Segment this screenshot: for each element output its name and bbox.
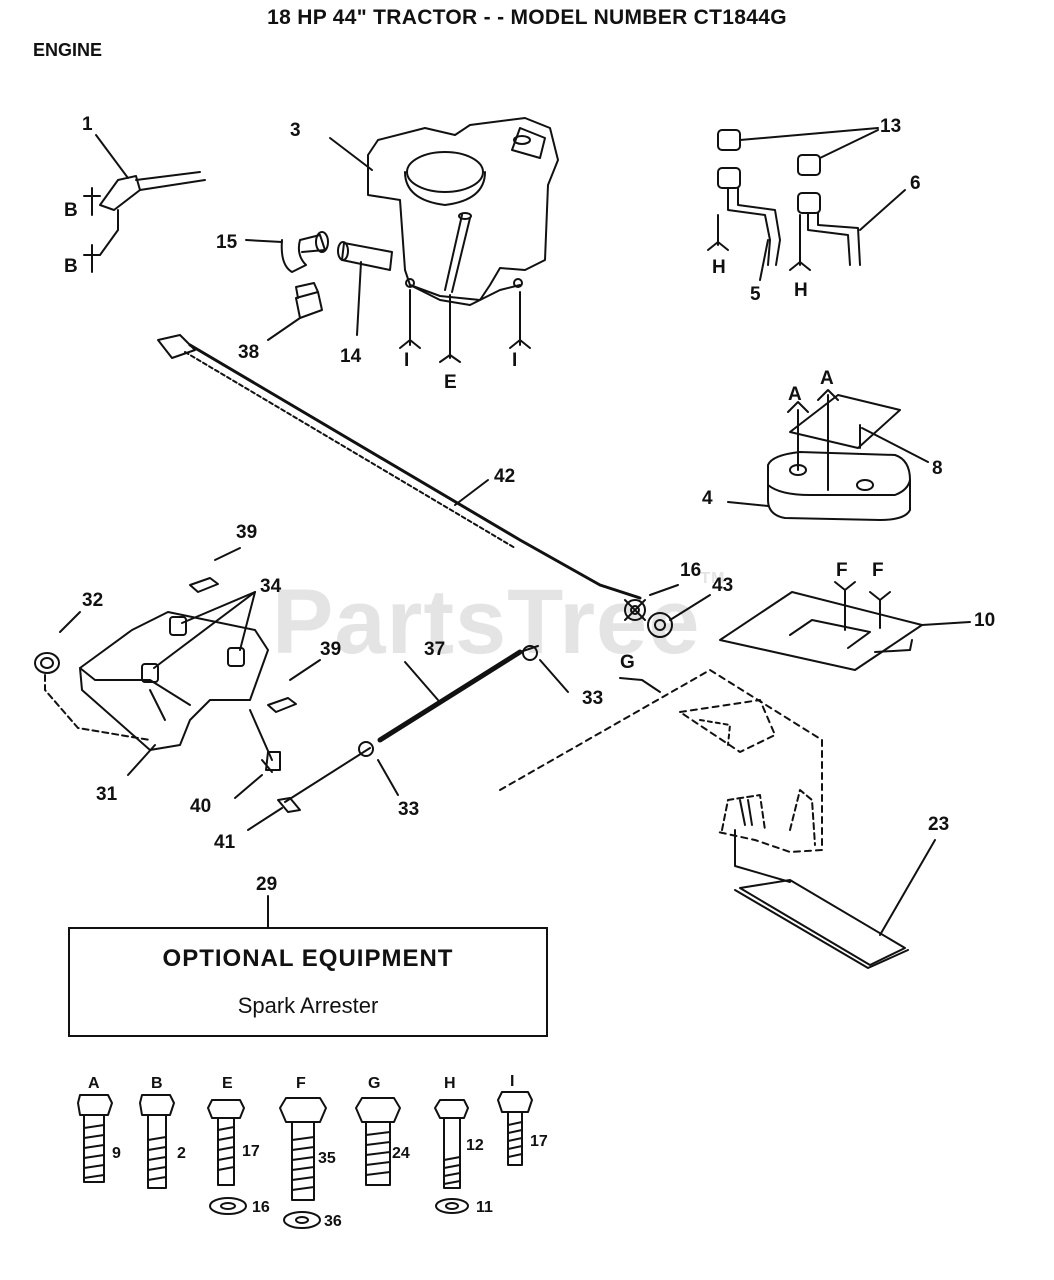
callout-34: 34 [260, 576, 282, 597]
fastener-g-letter: G [368, 1075, 380, 1092]
ref-e: E [444, 372, 457, 393]
callout-4: 4 [702, 488, 713, 509]
part-39-pads [189, 547, 321, 713]
fastener-f-part: 35 [318, 1150, 336, 1167]
part-8-shield [787, 389, 929, 491]
callout-10: 10 [974, 610, 995, 631]
fastener-a-part: 9 [112, 1145, 121, 1162]
part-38-plug [267, 282, 323, 341]
callout-6: 6 [910, 173, 921, 194]
optional-equipment-box: OPTIONAL EQUIPMENT Spark Arrester [68, 927, 548, 1037]
fastener-a-letter: A [88, 1075, 100, 1092]
callout-37: 37 [424, 639, 445, 660]
callout-15: 15 [216, 232, 238, 253]
fastener-i-letter: I [510, 1073, 514, 1090]
fastener-b-letter: B [151, 1075, 163, 1092]
callout-43: 43 [712, 575, 733, 596]
ref-a-left: A [788, 384, 802, 405]
engine-bolt-refs [399, 289, 531, 363]
spark-arrester-label: Spark Arrester [237, 993, 379, 1018]
part-exhaust-pipes [707, 127, 906, 281]
ref-h-right: H [794, 280, 808, 301]
hardware-key: A 9 B 2 E 17 16 F 35 36 G 24 H 12 11 I 1… [88, 1073, 548, 1230]
ref-g: G [620, 652, 635, 673]
part-31-fuel-tank [79, 611, 269, 776]
fastener-h-part: 12 [466, 1137, 484, 1154]
fastener-i-part: 17 [530, 1133, 548, 1150]
fastener-b-part: 2 [177, 1145, 186, 1162]
callout-13: 13 [880, 116, 901, 137]
part-15-elbow-hose [245, 231, 329, 273]
part-10-bracket [719, 581, 971, 671]
callout-labels: 1 3 13 6 15 14 38 5 42 39 32 34 16 43 10… [82, 114, 995, 895]
callout-16: 16 [680, 560, 701, 581]
ref-i-right: I [512, 350, 517, 371]
ref-i-left: I [404, 350, 409, 371]
callout-33-left: 33 [398, 799, 419, 820]
callout-33-right: 33 [582, 688, 603, 709]
ref-f-left: F [836, 560, 848, 581]
hardware-bolts [77, 1091, 533, 1229]
fastener-g-part: 24 [392, 1145, 410, 1162]
part-37-fuel-line [234, 645, 569, 831]
ref-f-right: F [872, 560, 884, 581]
callout-3: 3 [290, 120, 301, 141]
callout-41: 41 [214, 832, 236, 853]
optional-equipment-title: OPTIONAL EQUIPMENT [162, 945, 454, 972]
callout-42: 42 [494, 466, 515, 487]
part-throttle-cable [83, 134, 206, 273]
part-14-tube [337, 241, 393, 336]
callout-31: 31 [96, 784, 118, 805]
ref-a-right: A [820, 368, 834, 389]
callout-39-upper: 39 [236, 522, 257, 543]
fastener-e-part: 17 [242, 1143, 260, 1160]
watermark: PartsTreeTM [272, 570, 726, 673]
callout-40: 40 [190, 796, 211, 817]
part-32-cap [34, 611, 151, 741]
ref-b-upper: B [64, 200, 78, 221]
callout-14: 14 [340, 346, 362, 367]
page-title: 18 HP 44" TRACTOR - - MODEL NUMBER CT184… [267, 6, 787, 29]
callout-29: 29 [256, 874, 277, 895]
fastener-e-washer: 16 [252, 1199, 270, 1216]
ref-b-lower: B [64, 256, 78, 277]
ref-h-left: H [712, 257, 726, 278]
callout-8: 8 [932, 458, 943, 479]
callout-38: 38 [238, 342, 259, 363]
callout-39-lower: 39 [320, 639, 341, 660]
fastener-f-washer: 36 [324, 1213, 342, 1230]
callout-32: 32 [82, 590, 103, 611]
part-4-muffler [727, 451, 911, 521]
part-34-pads-leaders [153, 591, 256, 669]
part-engine [329, 117, 559, 306]
fastener-h-washer: 11 [476, 1199, 493, 1216]
fastener-h-letter: H [444, 1075, 456, 1092]
section-label: ENGINE [33, 40, 103, 60]
callout-23: 23 [928, 814, 949, 835]
fastener-f-letter: F [296, 1075, 306, 1092]
fastener-e-letter: E [222, 1075, 233, 1092]
part-42-cable [157, 334, 642, 600]
letter-refs: B B I E I H H A A F F G [64, 200, 884, 673]
callout-5: 5 [750, 284, 761, 305]
callout-1: 1 [82, 114, 93, 135]
part-frame-g [499, 669, 823, 853]
part-23-plate [734, 829, 936, 969]
part-16-43-hardware [624, 584, 711, 638]
